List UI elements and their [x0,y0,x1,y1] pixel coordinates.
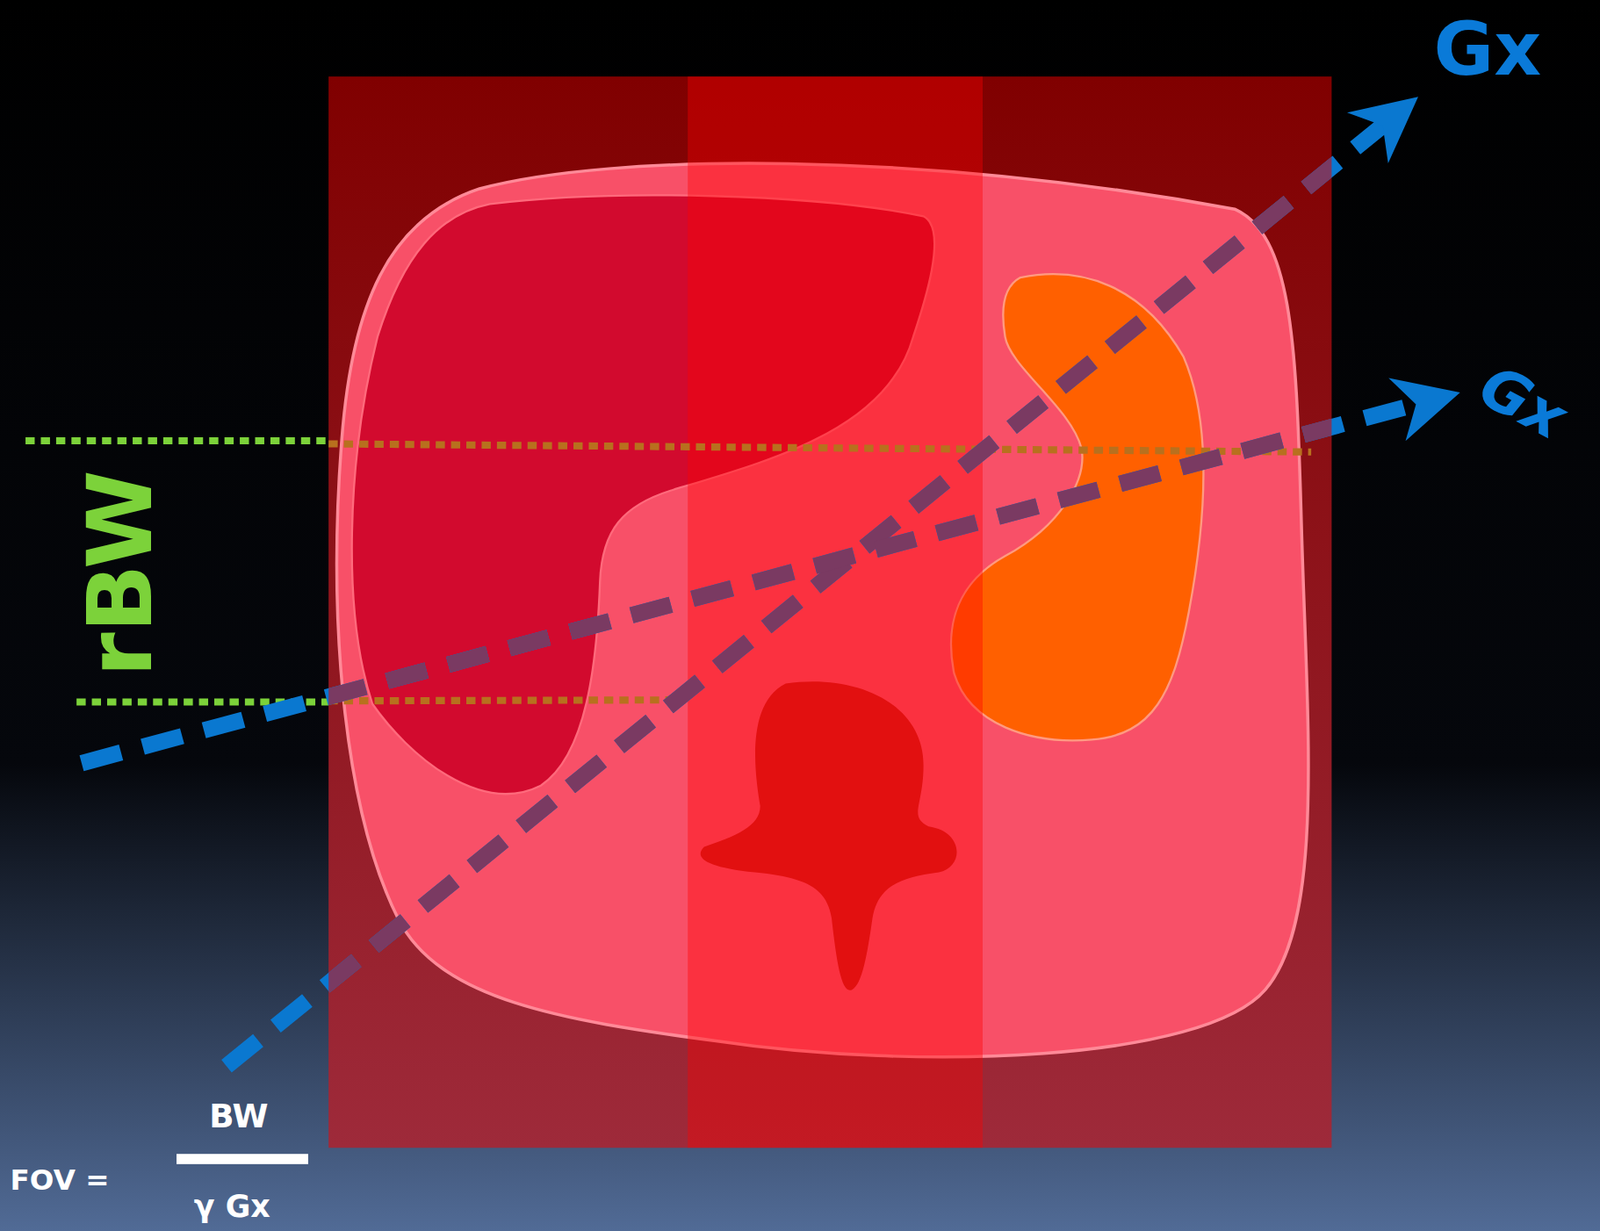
spleen-organ [951,273,1204,741]
gradient-axis [328,117,1332,1067]
gradient-axis [81,401,1429,764]
bw-guide [328,699,686,701]
bw-guide [25,437,329,445]
bw-guide [328,443,1312,452]
formula-numerator: BW [209,1100,268,1133]
gradient-axis [226,117,1393,1067]
selected-slice [687,76,983,1148]
formula-text: FOV = [10,1166,110,1196]
gradient-label: Gx [1434,12,1543,87]
slice-band [328,76,1332,1148]
gradient-axis [328,401,1332,764]
bandwidth-label: rBW [75,469,166,678]
formula-denominator: γ Gx [194,1191,271,1223]
fraction-bar [176,1153,309,1165]
